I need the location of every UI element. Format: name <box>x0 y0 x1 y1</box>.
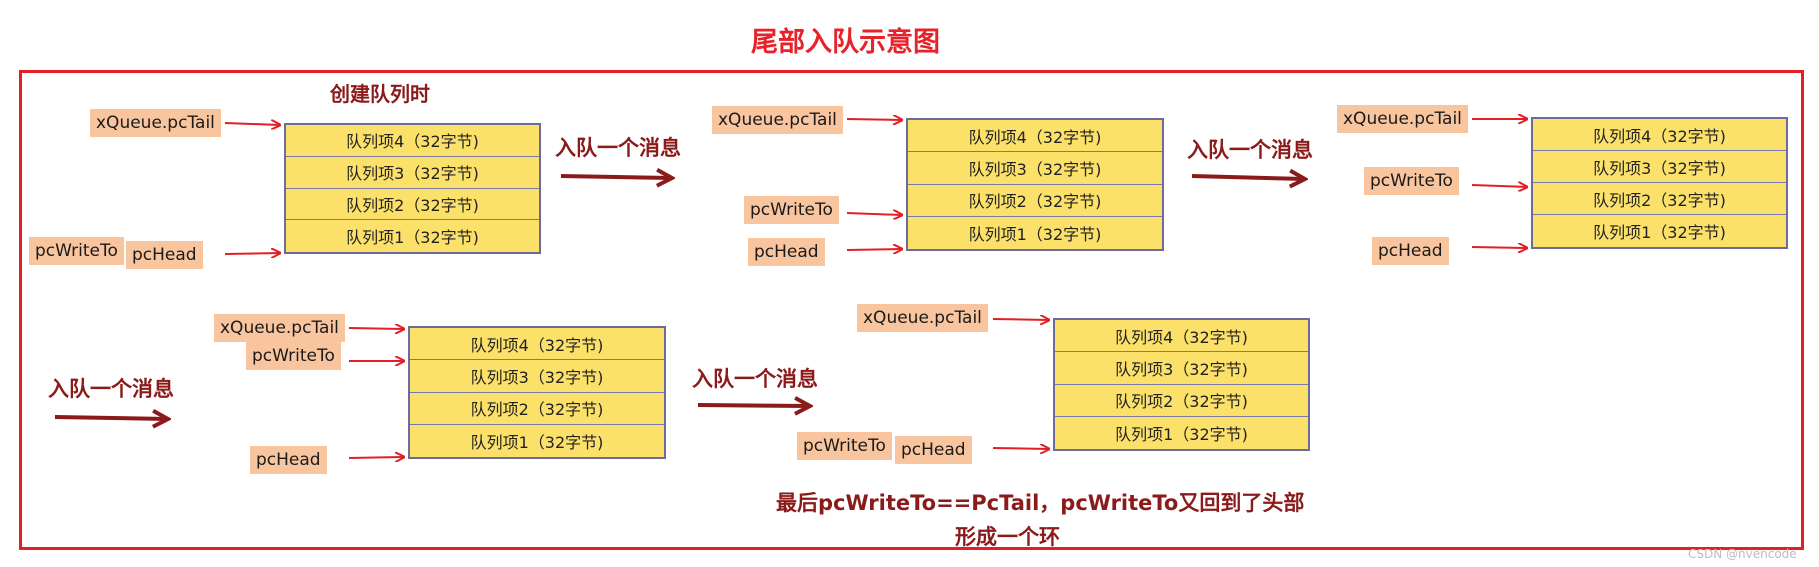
stage5-queue: 队列项4（32字节) 队列项3（32字节) 队列项2（32字节) 队列项1（32… <box>1053 318 1310 451</box>
stage5-head-tag: pcHead <box>895 436 972 464</box>
stage2-write-tag: pcWriteTo <box>744 196 839 224</box>
enqueue-label-3: 入队一个消息 <box>48 377 174 401</box>
queue-item-2: 队列项2（32字节) <box>1533 183 1786 215</box>
queue-item-4: 队列项4（32字节) <box>1533 119 1786 151</box>
enqueue-arrow-2 <box>1191 176 1305 179</box>
enqueue-arrow-1 <box>560 176 672 178</box>
stage1-head-tag: pcHead <box>126 241 203 269</box>
stage2-write-arrow <box>846 213 902 215</box>
stage4-head-tag: pcHead <box>250 446 327 474</box>
diagram-title: 尾部入队示意图 <box>751 27 940 58</box>
queue-item-1: 队列项1（32字节) <box>346 228 479 248</box>
stage1-write-tag: pcWriteTo <box>29 237 124 265</box>
stage2-head-tag: pcHead <box>748 238 825 266</box>
stage4-head-arrow <box>348 457 404 458</box>
stage2-queue: 队列项4（32字节) 队列项3（32字节) 队列项2（32字节) 队列项1（32… <box>906 118 1164 251</box>
queue-item-2: 队列项2（32字节) <box>410 393 664 425</box>
stage5-write-tag: pcWriteTo <box>797 432 892 460</box>
stage1-head-arrow <box>224 253 280 254</box>
queue-item-1: 队列项1（32字节) <box>1593 223 1726 242</box>
queue-item-3: 队列项3（32字节) <box>286 157 539 189</box>
create-queue-label: 创建队列时 <box>330 82 430 106</box>
stage3-write-arrow <box>1471 185 1527 187</box>
stage2-tail-arrow <box>846 119 902 120</box>
queue-item-4: 队列项4（32字节) <box>908 120 1162 153</box>
footer-line-1: 最后pcWriteTo==PcTail，pcWriteTo又回到了头部 <box>776 491 1305 515</box>
stage4-tail-tag: xQueue.pcTail <box>214 314 345 342</box>
queue-item-3: 队列项3（32字节) <box>908 152 1162 185</box>
stage3-head-arrow <box>1471 247 1527 248</box>
queue-item-4: 队列项4（32字节) <box>410 328 664 361</box>
stage4-queue: 队列项4（32字节) 队列项3（32字节) 队列项2（32字节) 队列项1（32… <box>408 326 666 459</box>
stage5-head-arrow <box>992 448 1049 449</box>
enqueue-arrow-3 <box>54 417 168 419</box>
queue-item-1: 队列项1（32字节) <box>470 432 604 452</box>
stage2-tail-tag: xQueue.pcTail <box>712 106 843 134</box>
queue-item-1: 队列项1（32字节) <box>1115 424 1248 444</box>
queue-item-2: 队列项2（32字节) <box>1055 385 1308 417</box>
queue-item-2: 队列项2（32字节) <box>908 185 1162 217</box>
stage4-write-tag: pcWriteTo <box>246 342 341 370</box>
enqueue-arrow-4 <box>697 405 810 406</box>
diagram-frame <box>19 70 1804 550</box>
queue-item-2: 队列项2（32字节) <box>286 189 539 221</box>
enqueue-label-1: 入队一个消息 <box>555 136 681 160</box>
watermark: CSDN @nvencode <box>1688 547 1797 561</box>
queue-item-1: 队列项1（32字节) <box>968 224 1102 244</box>
stage3-head-tag: pcHead <box>1372 237 1449 265</box>
enqueue-label-2: 入队一个消息 <box>1187 138 1313 162</box>
stage1-tail-arrow <box>224 123 280 125</box>
queue-item-4: 队列项4（32字节) <box>286 125 539 157</box>
queue-item-3: 队列项3（32字节) <box>410 360 664 393</box>
stage4-tail-arrow <box>348 328 404 329</box>
queue-item-4: 队列项4（32字节) <box>1055 320 1308 353</box>
stage1-tail-tag: xQueue.pcTail <box>90 109 221 137</box>
stage5-tail-arrow <box>992 319 1049 320</box>
enqueue-label-4: 入队一个消息 <box>692 367 818 391</box>
stage1-queue: 队列项4（32字节) 队列项3（32字节) 队列项2（32字节) 队列项1（32… <box>284 123 541 254</box>
stage3-write-tag: pcWriteTo <box>1364 167 1459 195</box>
stage5-tail-tag: xQueue.pcTail <box>857 304 988 332</box>
footer-line-2: 形成一个环 <box>955 525 1060 549</box>
queue-item-3: 队列项3（32字节) <box>1533 151 1786 183</box>
stage2-head-arrow <box>846 249 902 250</box>
stage3-tail-tag: xQueue.pcTail <box>1337 105 1468 133</box>
stage3-queue: 队列项4（32字节) 队列项3（32字节) 队列项2（32字节) 队列项1（32… <box>1531 117 1788 249</box>
queue-item-3: 队列项3（32字节) <box>1055 352 1308 385</box>
